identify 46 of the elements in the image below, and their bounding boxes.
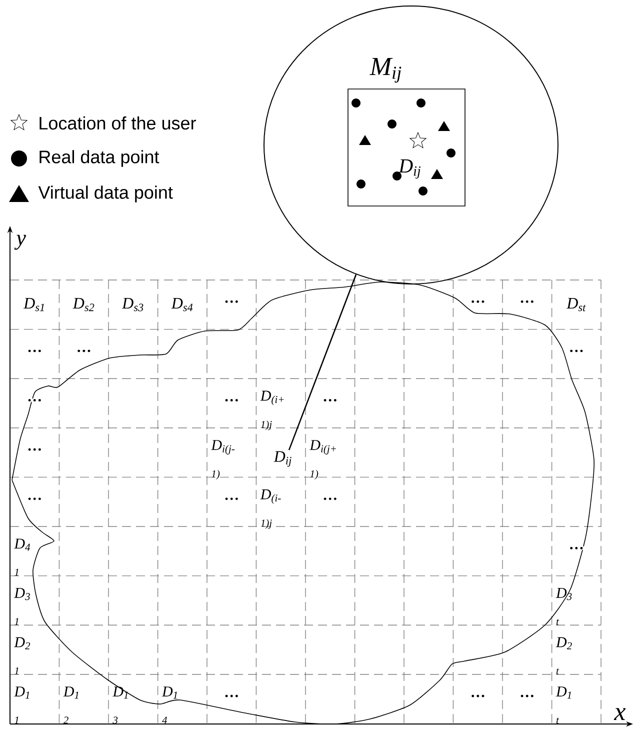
ellipsis: … [26, 398, 43, 402]
cell-label: D$_{3}$ 1 [14, 588, 30, 625]
ellipsis: … [322, 497, 338, 501]
cell-label: D$_{i(j+}$ 1) [310, 440, 336, 480]
cell-label: D$_{st}$ [566, 298, 586, 312]
cell-label: D$_{1}$ t [556, 686, 571, 724]
legend-text: Location of the user [40, 116, 196, 130]
ellipsis: … [76, 349, 92, 353]
ellipsis: … [519, 694, 536, 698]
cell-label: D$_{(i+}$ 1)j [260, 390, 284, 430]
ellipsis: … [26, 497, 43, 501]
cell-label: D$_{ij}$ [398, 159, 421, 179]
legend-text: Real data point [40, 150, 160, 167]
ellipsis: … [568, 349, 584, 353]
cell-label: D$_{s2}$ [72, 298, 94, 312]
ellipsis: … [224, 300, 240, 304]
cell-label: D$_{ij}$ [274, 451, 292, 467]
ellipsis: … [224, 694, 240, 698]
cell-label: D$_{2}$ t [556, 637, 572, 674]
cell-label: D$_{3}$ t [556, 588, 572, 626]
magnifier-circle [264, 6, 558, 284]
cell-label: D$_{1}$ 2 [63, 686, 78, 724]
axis-label: y [14, 234, 26, 250]
ellipsis: … [26, 448, 43, 452]
cell-label: D$_{2}$ 1 [14, 637, 30, 674]
cell-label: D$_{1}$ 3 [112, 686, 128, 724]
cell-label: D$_{4}$ 1 [14, 538, 30, 576]
ellipsis: … [224, 497, 240, 501]
cell-label: D$_{i(j-}$ 1) [211, 440, 234, 480]
cell-label: D$_{1}$ 1 [14, 686, 30, 724]
legend-text: Virtual data point [38, 186, 173, 202]
cell-label: D$_{s3}$ [122, 298, 144, 312]
cell-label: D$_{s1}$ [23, 298, 44, 312]
ellipsis: … [568, 546, 584, 550]
ellipsis: … [519, 300, 536, 304]
cell-label: D$_{(i-}$ 1)j [260, 489, 281, 529]
zoom-line [288, 274, 357, 450]
cell-heading: M$_{ij}$ [370, 58, 402, 83]
ellipsis: … [224, 398, 240, 402]
ellipsis: … [26, 349, 43, 353]
cell-label: D$_{1}$ 4 [162, 686, 177, 724]
ellipsis: … [322, 398, 338, 402]
axis-label: x [614, 708, 626, 720]
cell-label: D$_{s4}$ [171, 298, 193, 312]
ellipsis: … [470, 694, 486, 698]
ellipsis: … [470, 300, 486, 304]
